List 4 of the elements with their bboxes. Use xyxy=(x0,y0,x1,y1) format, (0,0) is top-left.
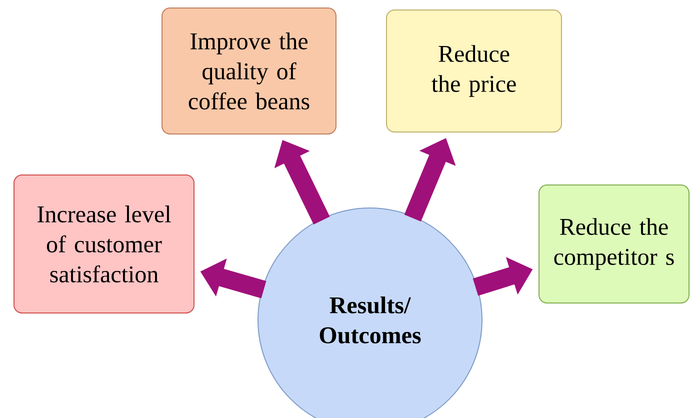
goal-box: Reduce the price xyxy=(386,10,562,132)
goal-box: Reduce the competitor s xyxy=(538,184,690,304)
goal-box: Increase level of customer satisfaction xyxy=(14,174,194,314)
goal-box: Improve the quality of coffee beans xyxy=(162,8,336,134)
